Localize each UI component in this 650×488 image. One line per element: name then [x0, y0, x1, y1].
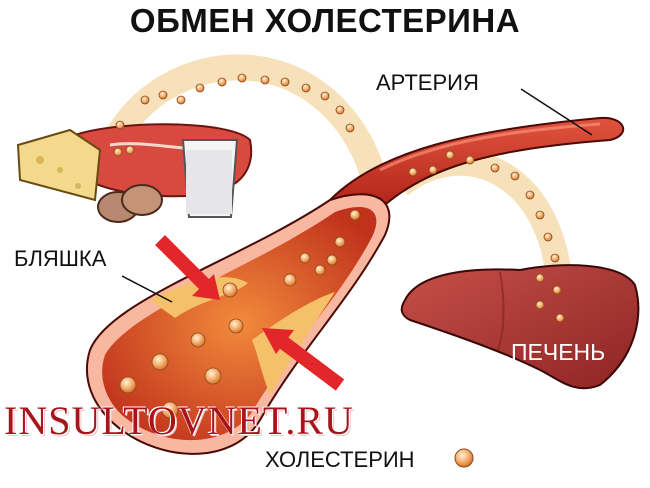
plaque-label: БЛЯШКА: [14, 246, 107, 271]
liver-illustration: [400, 264, 640, 390]
cholesterol-particles: [113, 73, 565, 419]
liver-label: ПЕЧЕНЬ: [511, 339, 606, 365]
plaque-arrow-top: [155, 235, 220, 300]
artery-pointer-line: [520, 88, 593, 136]
plaque-pointer-line: [121, 275, 173, 303]
cholesterol-particle-icon: [454, 448, 474, 468]
page-title: ОБМЕН ХОЛЕСТЕРИНА: [129, 2, 521, 39]
food-illustration: [16, 123, 253, 223]
artery-label: АРТЕРИЯ: [376, 70, 479, 95]
plaque-arrow-bottom: [262, 328, 345, 391]
cholesterol-legend-label: ХОЛЕСТЕРИН: [265, 447, 415, 472]
watermark: INSULTOVNET.RU: [4, 398, 354, 443]
